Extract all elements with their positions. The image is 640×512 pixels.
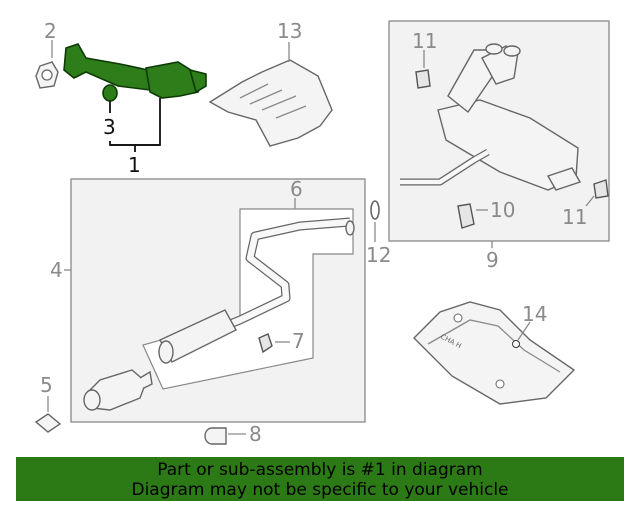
- leader-lines: [47, 40, 595, 435]
- callout-9: 9: [486, 248, 499, 272]
- clamp-8[interactable]: [204, 427, 227, 445]
- callout-14: 14: [522, 302, 547, 326]
- banner-line-2: Diagram may not be specific to your vehi…: [131, 480, 509, 500]
- callout-2: 2: [44, 19, 57, 43]
- callout-3: 3: [103, 115, 116, 139]
- gasket-ring-12[interactable]: [370, 200, 380, 220]
- gasket-hole: [41, 69, 53, 81]
- callout-4: 4: [50, 258, 63, 282]
- info-banner: Part or sub-assembly is #1 in diagram Di…: [16, 457, 624, 501]
- callout-12: 12: [366, 243, 391, 267]
- callout-10: 10: [490, 198, 515, 222]
- hanger-11-lower[interactable]: [593, 179, 609, 199]
- heat-shield-13[interactable]: [208, 59, 333, 147]
- callout-1: 1: [128, 153, 141, 177]
- muffler-assembly-9[interactable]: [400, 43, 582, 191]
- callout-7: 7: [292, 329, 305, 353]
- center-pipe-6[interactable]: [158, 217, 355, 364]
- hanger-7[interactable]: [258, 333, 273, 354]
- banner-line-1: Part or sub-assembly is #1 in diagram: [157, 460, 483, 480]
- gasket-5[interactable]: [34, 413, 62, 433]
- front-pipe-catalytic-converter[interactable]: [63, 43, 207, 102]
- callout-13: 13: [277, 19, 302, 43]
- callout-11-lower: 11: [562, 205, 587, 229]
- catalytic-converter-assembly[interactable]: [83, 369, 153, 411]
- diagram-canvas: CHA H 2 3 1 13 6 7 4 5 8 12 11 10 11 9 1…: [34, 19, 610, 446]
- callout-8: 8: [249, 422, 262, 446]
- callout-11-upper: 11: [412, 29, 437, 53]
- callout-6: 6: [290, 177, 303, 201]
- callout-5: 5: [40, 373, 53, 397]
- heat-shield-14[interactable]: CHA H: [413, 301, 576, 405]
- hanger-11-upper[interactable]: [415, 69, 431, 89]
- heat-shield-ribs: [239, 83, 307, 119]
- isolator-10[interactable]: [457, 203, 475, 229]
